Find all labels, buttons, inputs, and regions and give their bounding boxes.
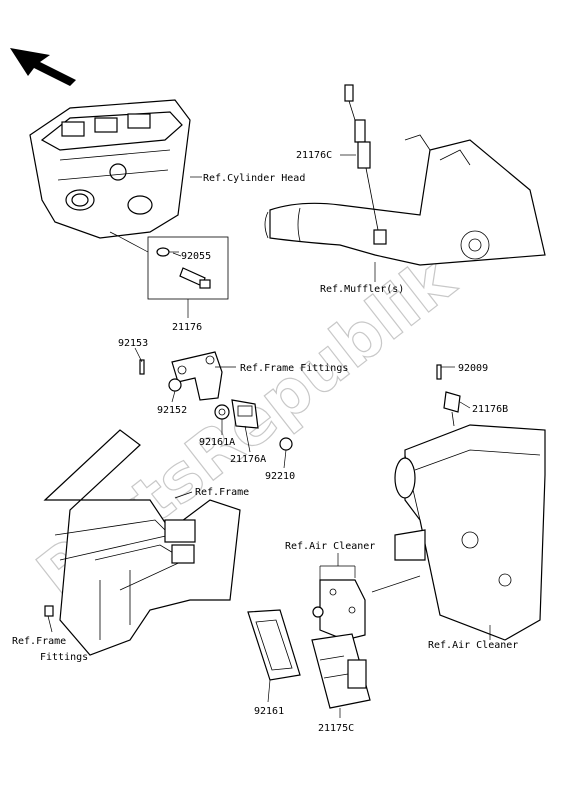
label-ref-air-cleaner-top: Ref.Air Cleaner <box>285 541 375 552</box>
ecu-21175c-illustration <box>311 633 371 709</box>
label-92153: 92153 <box>118 338 148 349</box>
sensor-21176b-group <box>436 364 461 427</box>
label-ref-frame-fittings-top: Ref.Frame Fittings <box>240 363 348 374</box>
label-21176a: 21176A <box>230 454 266 465</box>
frame-illustration <box>43 429 241 656</box>
label-92152: 92152 <box>157 405 187 416</box>
air-cleaner-illustration <box>394 424 546 641</box>
frame-fittings-bracket <box>139 351 293 451</box>
label-ref-cylinder-head: Ref.Cylinder Head <box>203 173 305 184</box>
front-direction-arrow-icon <box>10 48 76 86</box>
label-ref-air-cleaner-right: Ref.Air Cleaner <box>428 640 518 651</box>
label-21175c: 21175C <box>318 723 354 734</box>
muffler-illustration <box>264 134 546 266</box>
label-92210: 92210 <box>265 471 295 482</box>
label-21176: 21176 <box>172 322 202 333</box>
label-92161: 92161 <box>254 706 284 717</box>
label-ref-frame-fittings-bottom-line1: Ref.Frame <box>12 636 66 647</box>
cylinder-head-illustration <box>29 99 191 239</box>
damper-92161-illustration <box>247 609 301 681</box>
label-ref-frame: Ref.Frame <box>195 487 249 498</box>
ecu-bracket-illustration <box>312 579 366 641</box>
leader-lines <box>47 154 491 718</box>
label-92055: 92055 <box>181 251 211 262</box>
label-ref-frame-fittings-bottom-line2: Fittings <box>40 652 88 663</box>
label-ref-muffler: Ref.Muffler(s) <box>320 284 404 295</box>
label-21176b: 21176B <box>472 404 508 415</box>
label-92161a: 92161A <box>199 437 235 448</box>
label-21176c: 21176C <box>296 150 332 161</box>
probe-21176c-illustration <box>344 84 387 245</box>
sensor-21176-group <box>117 235 229 318</box>
label-92009: 92009 <box>458 363 488 374</box>
